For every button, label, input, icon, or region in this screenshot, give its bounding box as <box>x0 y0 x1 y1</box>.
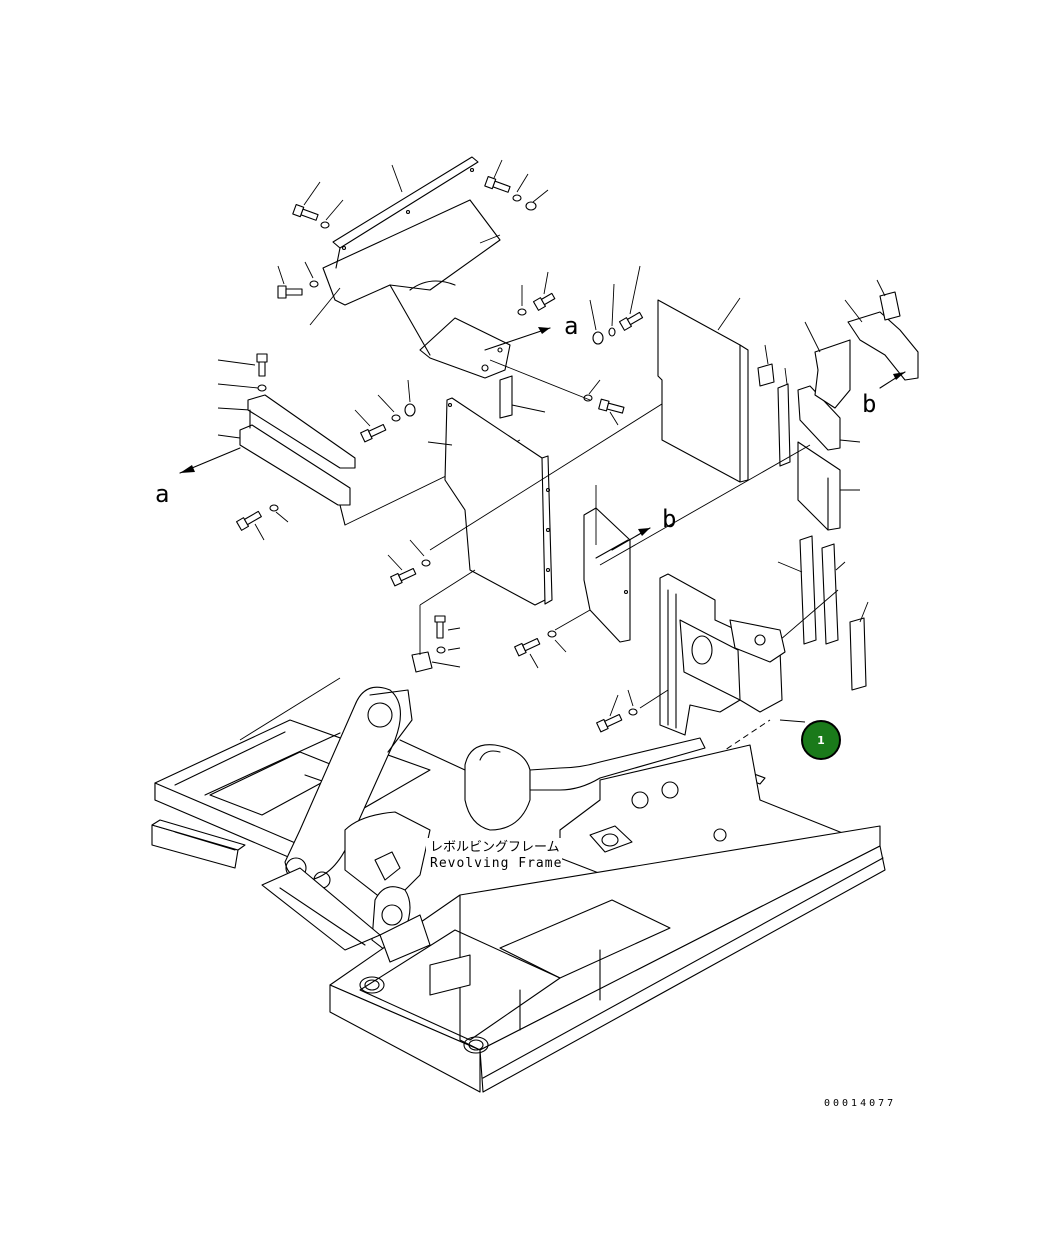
large-pad <box>657 299 749 483</box>
insulation-pads <box>657 279 919 691</box>
drawing-code: 00014077 <box>824 1098 896 1109</box>
side-panel-group <box>514 444 811 796</box>
ref-label-b-right: b <box>862 390 876 418</box>
reference-labels: a a b b <box>155 312 876 533</box>
callout-number: 1 <box>817 734 825 747</box>
revolving-frame <box>151 677 886 1093</box>
top-bolts <box>277 159 644 426</box>
left-bracket-group <box>179 353 521 541</box>
left-angle-top <box>247 394 356 469</box>
frame-label-english: Revolving Frame <box>430 856 562 871</box>
top-angle-bracket <box>332 156 479 249</box>
callout-marker[interactable]: 1 <box>801 720 841 760</box>
top-plate <box>322 199 501 306</box>
ref-label-a-left: a <box>155 480 169 508</box>
ref-label-b-mid: b <box>662 505 676 533</box>
frame-label-japanese: レボルビングフレーム <box>430 840 560 855</box>
top-bracket-group <box>309 156 513 419</box>
side-plate <box>583 507 631 643</box>
ref-label-a-right: a <box>564 312 578 340</box>
stay-bracket <box>419 317 511 379</box>
left-angle-bottom <box>239 424 351 506</box>
center-panel-group <box>387 379 701 673</box>
center-cover-panel <box>444 397 546 606</box>
